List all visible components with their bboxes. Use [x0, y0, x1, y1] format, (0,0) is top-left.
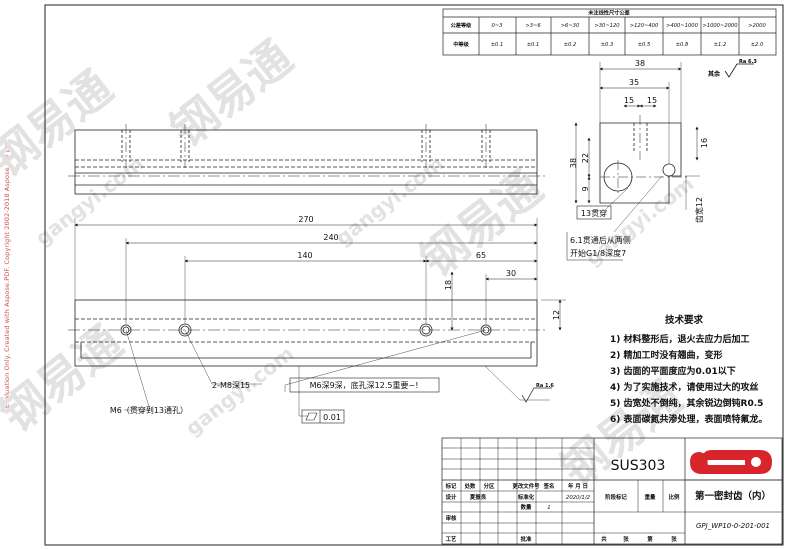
- material-text: SUS303: [611, 458, 666, 474]
- tolerance-value: ±0.5: [638, 42, 651, 48]
- tech-item: 2) 精加工时没有翘曲，变形: [610, 349, 723, 361]
- tb-sheet: 张: [671, 535, 677, 543]
- tb-label: 工艺: [446, 535, 457, 543]
- tolerance-range: >3~6: [525, 23, 541, 29]
- tb-qty: 1: [547, 505, 550, 511]
- tolerance-title: 未注线性尺寸公差: [588, 9, 630, 17]
- tolerance-value: ±0.3: [601, 42, 614, 48]
- tb-label: 审核: [446, 514, 457, 522]
- side-hole-callout: 开始G1/8深度7: [570, 248, 626, 258]
- tb-sheet: 共: [601, 535, 607, 543]
- tech-item: 6) 表面碳氮共渗处理，表面喷特氟龙。: [610, 413, 768, 425]
- tb-label: 处数: [464, 482, 476, 490]
- brand-watermark: 钢易通 钢易通 钢易通 钢易通 钢易通 gangyi.com gangyi.co…: [0, 30, 698, 498]
- tolerance-range: >2000: [748, 23, 766, 29]
- dim-240: 240: [323, 233, 338, 242]
- dim-270: 270: [298, 215, 313, 224]
- tolerance-value: ±0.2: [564, 42, 577, 48]
- tb-label: 年 月 日: [568, 482, 588, 490]
- tb-sheet: 第: [647, 535, 653, 543]
- side-view: [574, 62, 700, 233]
- front-view-dims: 270 240 140 65 30 18 12: [297, 215, 561, 320]
- front-callouts: 2-M8深15 M6深9深，底孔深12.5重要~! M6（贯穿到13通孔） 0.…: [110, 377, 554, 424]
- tech-item: 5) 齿宽处不倒纯，其余锐边倒钝R0.5: [610, 397, 763, 409]
- watermark-brand: 钢易通: [160, 30, 302, 158]
- tb-label: 标记: [445, 482, 457, 490]
- roughness-note: 其余 Ra 6.3: [708, 59, 757, 78]
- tolerance-table: 未注线性尺寸公差 公差等级 中等级 0~3 >3~6 >6~30 >30~120…: [442, 9, 777, 56]
- dim-15: 15: [624, 96, 634, 105]
- dim-38-height: 38: [569, 158, 578, 168]
- tb-label: 标准化: [517, 493, 535, 501]
- tb-label: 重量: [645, 493, 656, 501]
- tech-item: 1) 材料整形后，退火去应力后加工: [610, 333, 750, 345]
- tolerance-value: ±1.2: [714, 42, 727, 48]
- dim-12: 12: [552, 310, 561, 320]
- watermark-url: gangyi.com: [181, 341, 298, 440]
- tb-label: 阶段标记: [605, 493, 627, 501]
- drawing-border: [44, 4, 784, 546]
- tolerance-range: >6~30: [561, 23, 580, 29]
- company-logo: [690, 450, 772, 474]
- tolerance-range: >30~120: [594, 23, 620, 29]
- tb-label: 设计: [446, 493, 457, 501]
- flatness-value: 0.01: [323, 413, 341, 422]
- tb-label: 分区: [484, 482, 495, 490]
- dim-35: 35: [629, 78, 639, 87]
- dim-140: 140: [297, 251, 312, 260]
- tolerance-value: ±0.1: [491, 42, 504, 48]
- tech-title: 技术要求: [665, 314, 704, 326]
- dim-38: 38: [635, 59, 645, 68]
- tech-requirements: 技术要求 1) 材料整形后，退火去应力后加工 2) 精加工时没有翘曲，变形 3)…: [610, 314, 768, 425]
- tb-designer: 夏振良: [469, 493, 487, 501]
- tolerance-row-label: 中等级: [453, 40, 469, 48]
- tolerance-value: ±0.8: [676, 42, 689, 48]
- tech-item: 4) 为了实施技术，请使用过大的攻丝: [610, 381, 759, 393]
- dim-16: 16: [700, 138, 709, 148]
- tb-label: 签名: [543, 482, 555, 490]
- roughness-value: Ra 6.3: [739, 59, 757, 65]
- through-hole-callout: 13贯穿: [581, 208, 607, 218]
- tb-label: 批准: [521, 535, 532, 543]
- title-block: [441, 437, 783, 545]
- roughness-prefix: 其余: [708, 70, 721, 78]
- tolerance-value: ±2.0: [751, 42, 764, 48]
- tolerance-range: >120~400: [630, 23, 659, 29]
- tolerance-range: >400~1000: [666, 23, 698, 29]
- tb-date: 2020/1/2: [566, 495, 591, 501]
- top-view: [68, 124, 545, 195]
- tolerance-range: 0~3: [492, 23, 503, 29]
- drawing-number: GPJ_WP10-0-201-001: [696, 522, 770, 530]
- front-view: [68, 218, 566, 417]
- roughness-bottom: Ra 1.6: [536, 383, 554, 389]
- tolerance-range: >1000~2000: [702, 23, 738, 29]
- tolerance-row-label: 公差等级: [451, 21, 473, 29]
- dim-9: 9: [581, 186, 590, 191]
- dim-slot-width: 齿宽12: [694, 197, 704, 223]
- tolerance-value: ±0.1: [527, 42, 540, 48]
- dim-65: 65: [476, 251, 486, 260]
- dim-30: 30: [506, 269, 516, 278]
- part-name: 第一密封齿（内）: [695, 490, 771, 502]
- m8-callout: 2-M8深15: [212, 381, 250, 390]
- tech-item: 3) 齿面的平面度应为0.01以下: [610, 365, 736, 377]
- m6-depth-callout: M6深9深，底孔深12.5重要~!: [310, 380, 419, 390]
- side-callouts: 13贯穿 6.1贯通后从两侧 开始G1/8深度7: [566, 205, 631, 261]
- side-hole-callout: 6.1贯通后从两侧: [570, 235, 631, 245]
- tb-sheet: 张: [623, 535, 629, 543]
- title-block-text: SUS303 第一密封齿（内） GPJ_WP10-0-201-001 标记 处数…: [445, 458, 771, 543]
- m6-through-callout: M6（贯穿到13通孔）: [110, 405, 188, 415]
- watermark-brand: 钢易通: [0, 60, 122, 188]
- dim-22: 22: [581, 153, 590, 163]
- tb-label: 更改文件号: [513, 482, 541, 490]
- tb-label: 比例: [669, 493, 680, 501]
- flatness-frame: 0.01: [301, 409, 345, 424]
- watermark-url: gangyi.com: [31, 151, 148, 250]
- watermark-brand: 钢易通: [0, 315, 132, 443]
- dim-15: 15: [647, 96, 657, 105]
- dim-18: 18: [444, 280, 453, 290]
- side-view-dims: 38 35 15 15 38 22 9 16 齿宽12: [569, 59, 709, 223]
- tb-label: 数量: [521, 503, 532, 511]
